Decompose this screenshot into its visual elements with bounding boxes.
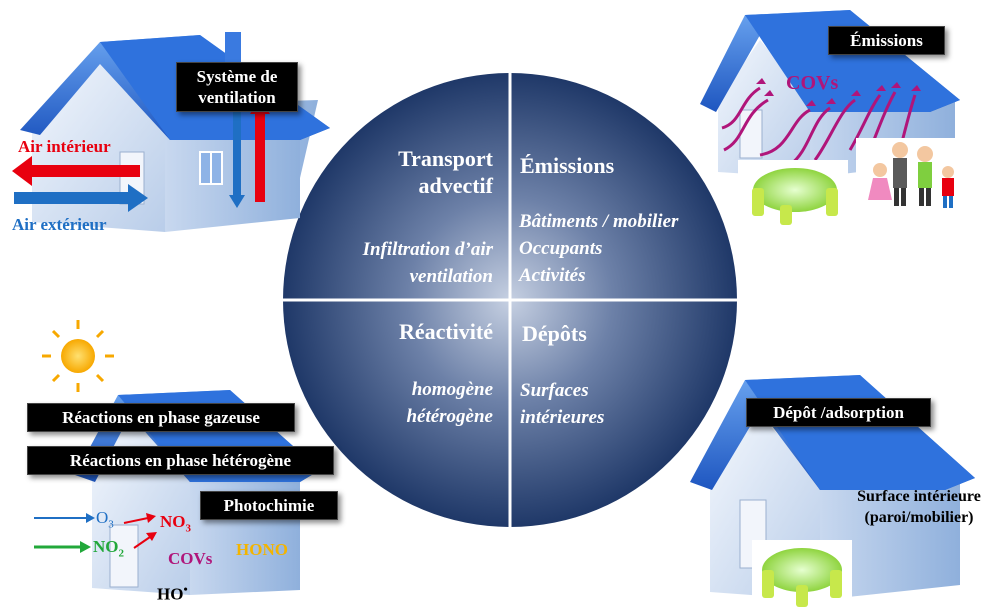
hono-label: HONO [236,540,288,559]
center-circle [283,73,737,527]
emissions-detail: Bâtiments / mobilier Occupants Activités [519,208,678,289]
covs-label-top: COVs [786,72,839,94]
transport-title-line1: Transport [398,146,493,171]
air-flow-arrows [12,156,148,212]
heterogeneous-reactions-label: Réactions en phase hétérogène [27,446,334,475]
no2-text: NO [93,537,119,556]
transport-detail-line1: Infiltration d’air [362,239,493,260]
depots-detail-line1: Surfaces [520,380,589,401]
ventilation-system-label: Système de ventilation [176,62,298,112]
emissions-title: Émissions [520,153,615,178]
chem-arrows [34,513,157,553]
depots-detail: Surfaces intérieures [520,377,604,431]
photochemistry-label: Photochimie [200,491,338,520]
covs-label-bottom: COVs [168,549,213,568]
transport-title-line2: advectif [418,173,493,198]
furniture-icon-top [738,160,848,226]
no2-sub: 2 [118,547,125,560]
depots-title: Dépôts [522,321,587,346]
no3-label: NO3 [160,512,191,534]
furniture-icon-bottom [752,540,852,610]
transport-detail: Infiltration d’air ventilation [300,236,493,290]
surface-label: Surface intérieure (paroi/mobilier) [836,486,1002,528]
reactivite-detail: homogène hétérogène [300,376,493,430]
surface-label-line2: (paroi/mobilier) [864,509,974,526]
ho-sup: • [183,582,188,596]
transport-title: Transport advectif [300,145,493,199]
o3-text: O [96,508,109,527]
no3-sub: 3 [185,522,192,535]
reactivite-detail-line2: hétérogène [406,406,493,427]
depots-detail-line2: intérieures [520,407,605,428]
ho-radical-label: HO• [157,582,188,605]
ventilation-label-line2: ventilation [198,88,276,107]
surface-label-line1: Surface intérieure [857,488,981,505]
transport-detail-line2: ventilation [409,266,493,287]
emissions-detail-line2: Occupants [519,238,603,259]
sun-icon [42,320,114,392]
ho-text: HO [157,584,184,604]
gas-phase-reactions-label: Réactions en phase gazeuse [27,403,295,432]
family-icon [856,138,962,210]
air-exterieur-label: Air extérieur [12,215,107,234]
reactivite-detail-line1: homogène [411,379,493,400]
emissions-detail-line3: Activités [519,265,586,286]
no2-label: NO2 [93,537,124,559]
no3-text: NO [160,512,186,531]
ventilation-label-line1: Système de [196,67,278,86]
reactivite-title: Réactivité [398,319,493,344]
emission-arrowheads [756,78,921,106]
emissions-label: Émissions [828,26,945,55]
air-interieur-label: Air intérieur [18,137,111,156]
o3-sub: 3 [108,518,114,531]
deposition-label: Dépôt /adsorption [746,398,931,427]
emissions-detail-line1: Bâtiments / mobilier [519,211,679,232]
o3-label: O3 [96,508,114,530]
